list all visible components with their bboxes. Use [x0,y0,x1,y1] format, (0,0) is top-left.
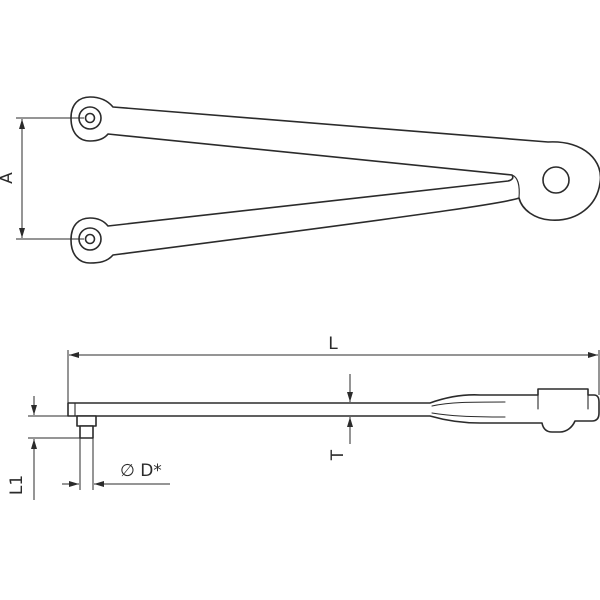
side-pin [79,425,94,439]
dim-t-label: T [328,449,348,461]
pivot-hole [542,166,570,194]
side-pin-boss [76,415,97,427]
dim-a-label: A [0,172,17,184]
dim-l1-label: L1 [7,475,27,495]
top-view: A [0,96,600,264]
taper-line-bottom [431,412,506,418]
upper-pin-inner [84,112,96,124]
taper-line-top [431,401,506,407]
lower-pin-inner [84,233,96,245]
junction-curve [511,174,520,199]
dim-d-label: ∅ D* [120,461,162,481]
spanner-outline [70,96,600,264]
dim-l-label: L [328,334,338,354]
side-view: L T L1 ∅ D* [7,334,600,500]
side-bar-outline [67,388,600,433]
